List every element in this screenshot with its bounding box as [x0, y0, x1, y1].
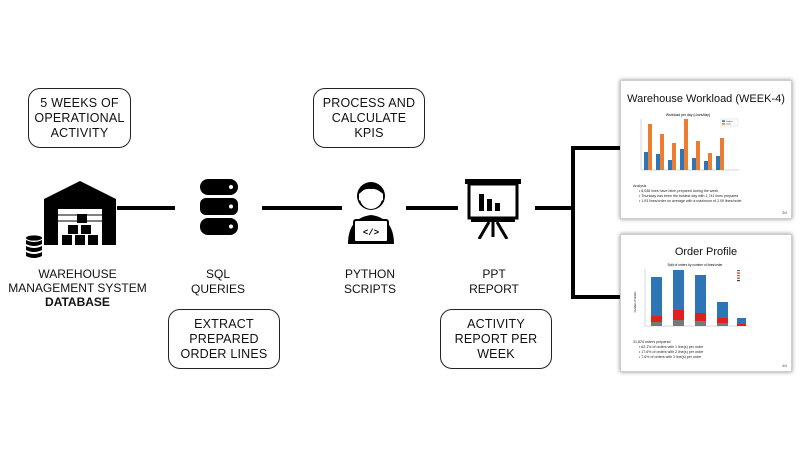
order-bullet-2: • 17.6% of orders with 2 line(s) per ord… — [639, 350, 704, 354]
order-bar-4-seg-3 — [717, 323, 728, 326]
order-bar-5-seg-2 — [737, 324, 746, 326]
order-bar-1-seg-3 — [651, 322, 662, 326]
order-bar-3-seg-1 — [695, 275, 706, 313]
bar-lines-4 — [684, 119, 688, 170]
workload-bars — [644, 119, 724, 170]
database-icon — [26, 235, 42, 258]
bar-orders-3 — [668, 160, 672, 170]
slide-workload-page: 3/4 — [782, 211, 787, 215]
connector-branch-top — [571, 146, 621, 150]
bar-orders-5 — [692, 158, 696, 170]
order-bar-3-seg-3 — [695, 321, 706, 326]
slide-order-profile: Order Profile Split of orders by number … — [620, 234, 792, 372]
bar-lines-3 — [672, 143, 676, 170]
ppt-label: PPT REPORT — [469, 267, 519, 296]
order-bar-1-seg-2 — [651, 316, 662, 322]
bar-orders-4 — [680, 149, 684, 170]
bar-orders-7 — [716, 156, 720, 170]
workload-bullet-3: • 1.93 lines/order on average with a max… — [639, 199, 742, 203]
slide-workload: Warehouse Workload (WEEK-4) Workload per… — [620, 80, 792, 219]
developer-icon: </> — [348, 182, 394, 244]
order-bar-4-seg-1 — [717, 302, 728, 318]
workload-chart-title: Workload per day (Lines/day) — [666, 113, 710, 117]
workload-chart: Workload per day (Lines/day) Orders Line… — [633, 112, 743, 182]
legend-lines: Lines — [726, 124, 732, 126]
order-bar-2-seg-3 — [673, 320, 684, 326]
bar-orders-6 — [704, 161, 708, 170]
workload-bullet-1: • 8,038 lines have been prepared during … — [639, 189, 719, 193]
order-profile-chart: Split of orders by number of lines/order… — [633, 263, 749, 327]
slide-workload-title: Warehouse Workload (WEEK-4) — [627, 93, 785, 105]
connector-wms-sql — [117, 206, 175, 210]
bar-lines-7 — [720, 138, 724, 170]
bar-orders-1 — [644, 152, 648, 170]
connector-python-ppt — [406, 206, 458, 210]
connector-branch-vertical — [571, 146, 575, 299]
order-bar-3-seg-2 — [695, 313, 706, 321]
wms-label-1: WAREHOUSE — [38, 267, 117, 281]
order-chart-title: Split of orders by number of lines/order — [668, 263, 724, 267]
weeks-box: 5 WEEKS OF OPERATIONAL ACTIVITY — [28, 88, 131, 148]
order-summary: 31,874 orders prepared — [633, 340, 671, 344]
warehouse-icon — [44, 181, 116, 245]
connector-ppt-branch — [535, 206, 573, 210]
slide-order-profile-title: Order Profile — [674, 246, 738, 258]
workload-legend — [720, 118, 739, 127]
svg-text:</>: </> — [363, 228, 379, 238]
order-legend — [737, 270, 740, 282]
slide-order-profile-page: 4/4 — [782, 364, 787, 368]
connector-sql-python — [262, 206, 342, 210]
wms-label-3: DATABASE — [45, 295, 110, 309]
workload-bullet-2: • Thursday has been the busiest day with… — [639, 194, 739, 198]
order-bar-5-seg-1 — [737, 318, 746, 324]
order-bullet-1: • 62.1% of orders with 1 line(s) per ord… — [639, 345, 704, 349]
process-box: PROCESS AND CALCULATE KPIS — [313, 88, 425, 148]
bar-lines-1 — [648, 124, 652, 170]
activity-box: ACTIVITY REPORT PER WEEK — [440, 309, 552, 369]
order-bar-2-seg-1 — [673, 270, 684, 310]
extract-box: EXTRACT PREPARED ORDER LINES — [168, 309, 280, 369]
order-bullet-3: • 7.6% of orders with 3 line(s) per orde… — [639, 355, 702, 359]
order-bar-4-seg-2 — [717, 318, 728, 323]
legend-orders: Orders — [726, 120, 734, 123]
order-bar-1-seg-1 — [651, 277, 662, 316]
python-label: PYTHON SCRIPTS — [343, 267, 396, 296]
bar-lines-2 — [660, 134, 664, 170]
server-stack-icon — [200, 179, 238, 235]
order-bars — [651, 270, 746, 326]
sql-label: SQL QUERIES — [190, 267, 245, 296]
bar-orders-2 — [656, 154, 660, 170]
wms-label-2: MANAGEMENT SYSTEM — [8, 281, 147, 295]
bar-lines-6 — [708, 153, 712, 170]
presentation-board-icon — [465, 179, 521, 239]
order-bar-2-seg-2 — [673, 310, 684, 320]
bar-lines-5 — [696, 141, 700, 170]
connector-branch-bottom — [571, 295, 621, 299]
workload-analysis-title: Analysis — [633, 184, 647, 188]
order-chart-ylabel: Number of Orders — [633, 291, 637, 312]
